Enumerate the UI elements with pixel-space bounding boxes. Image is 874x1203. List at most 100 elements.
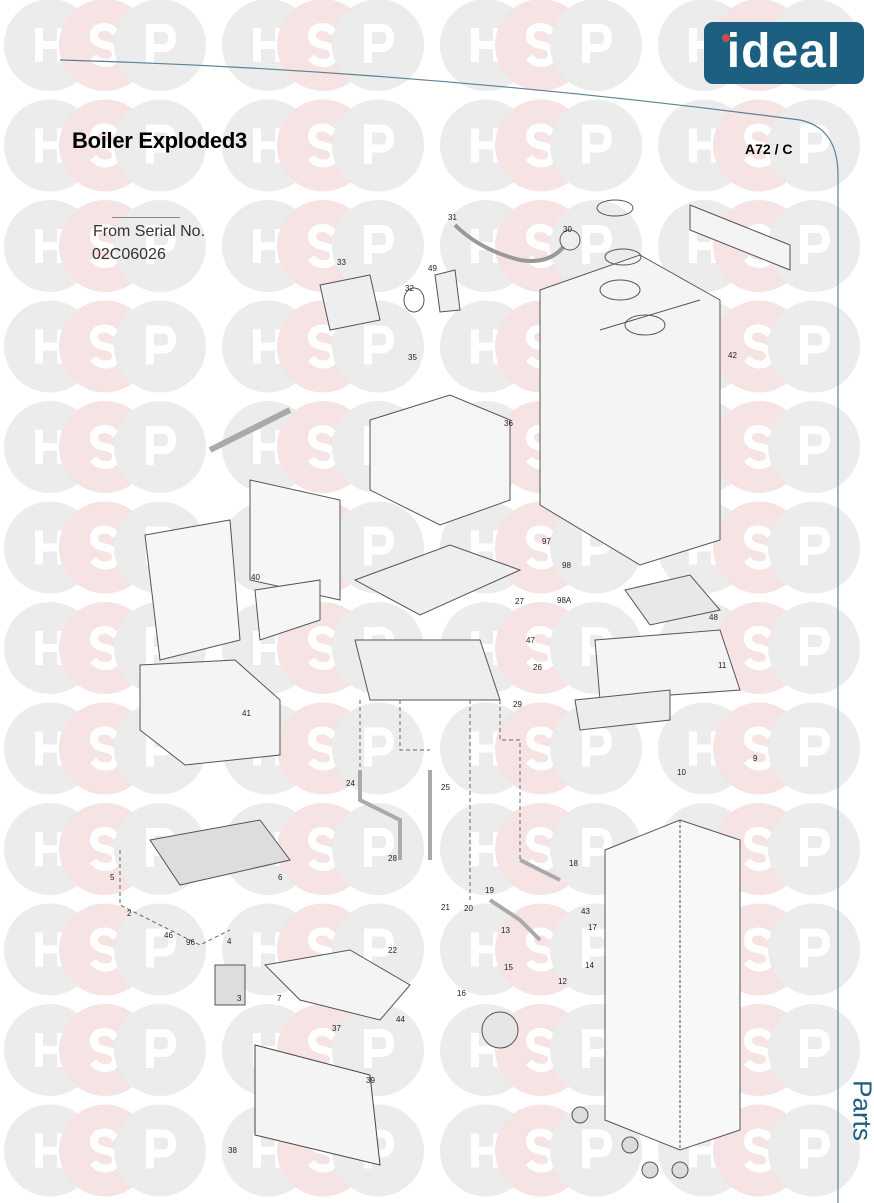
part-label-29: 29	[513, 700, 522, 709]
part-label-25: 25	[441, 783, 450, 792]
part-label-43: 43	[581, 907, 590, 916]
divider	[112, 217, 180, 218]
watermark-letter-shape	[800, 325, 831, 365]
part-label-19: 19	[485, 886, 494, 895]
part-label-40: 40	[251, 573, 260, 582]
watermark-letter-shape	[89, 424, 121, 470]
watermark-letter-shape	[743, 726, 775, 771]
watermark-letter-shape	[307, 123, 339, 168]
part-label-24: 24	[346, 779, 355, 788]
watermark-letter-shape	[146, 426, 177, 465]
part-label-14: 14	[585, 961, 594, 970]
part-label-96: 96	[186, 938, 195, 947]
part-label-26: 26	[533, 663, 542, 672]
part-label-16: 16	[457, 989, 466, 998]
part-label-47: 47	[526, 636, 535, 645]
watermark-letter-shape	[89, 1128, 121, 1173]
part-label-18: 18	[569, 859, 578, 868]
page-title: Boiler Exploded3	[72, 128, 247, 153]
watermark-letter-shape	[525, 123, 557, 168]
watermark-letter-shape	[743, 424, 775, 470]
watermark-letter-shape	[800, 1129, 831, 1169]
watermark-letter-shape	[582, 225, 613, 264]
watermark-letter-shape	[743, 1128, 775, 1173]
watermark-letter-shape	[800, 727, 831, 767]
part-label-20: 20	[464, 904, 473, 913]
watermark-letter-shape	[582, 727, 613, 767]
part-label-2: 2	[127, 909, 132, 918]
ideal-logo: ideal	[704, 22, 864, 84]
watermark-letter-shape	[525, 1027, 557, 1073]
serial-number: 02C06026	[92, 246, 166, 263]
part-label-17: 17	[588, 923, 597, 932]
watermark-letter-shape	[800, 526, 831, 566]
watermark-letter-shape	[743, 324, 775, 369]
watermark-letter-shape	[800, 426, 831, 465]
watermark-letter-shape	[743, 927, 775, 972]
watermark-letter-shape	[89, 324, 121, 369]
part-label-36: 36	[504, 419, 513, 428]
diagram-code: A72 / C	[745, 141, 793, 157]
watermark-letter-shape	[364, 928, 395, 968]
part-label-49: 49	[428, 264, 437, 273]
watermark-letter-shape	[525, 22, 557, 68]
watermark-letter-shape	[307, 22, 339, 68]
watermark-letter-shape	[800, 828, 831, 867]
part-label-31: 31	[448, 213, 457, 222]
part-label-13: 13	[501, 926, 510, 935]
part-label-98: 98	[562, 561, 571, 570]
part-label-10: 10	[677, 768, 686, 777]
watermark-letter-shape	[743, 826, 775, 872]
watermark-letter-shape	[525, 223, 557, 269]
watermark-letter-shape	[146, 1029, 177, 1068]
part-label-42: 42	[728, 351, 737, 360]
part-label-32: 32	[405, 284, 414, 293]
part-label-7: 7	[277, 994, 282, 1003]
watermark-letter-shape	[89, 726, 121, 771]
watermark-letter-shape	[307, 726, 339, 771]
watermark-letter-shape	[307, 826, 339, 872]
watermark-letter-shape	[525, 625, 557, 671]
part-label-44: 44	[396, 1015, 405, 1024]
part-label-11: 11	[718, 661, 727, 670]
part-label-97: 97	[542, 537, 551, 546]
watermark-letter-shape	[743, 1027, 775, 1073]
watermark-letter-shape	[146, 928, 177, 968]
watermark-letter-shape	[582, 1129, 613, 1169]
part-label-6: 6	[278, 873, 283, 882]
part-label-21: 21	[441, 903, 450, 912]
watermark-letter-shape	[89, 123, 121, 168]
watermark-letter-shape	[525, 726, 557, 771]
part-label-37: 37	[332, 1024, 341, 1033]
part-label-98A: 98A	[557, 596, 572, 605]
part-label-30: 30	[563, 225, 572, 234]
watermark-letter-shape	[89, 927, 121, 972]
watermark-letter-shape	[525, 525, 557, 570]
watermark-letter-shape	[525, 826, 557, 872]
chassis-part-42	[539, 254, 721, 566]
watermark-letter-shape	[525, 1128, 557, 1173]
part-label-39: 39	[366, 1076, 375, 1085]
part-label-5: 5	[110, 873, 115, 882]
watermark-letter-shape	[800, 225, 831, 264]
part-label-27: 27	[515, 597, 524, 606]
watermark-letter-shape	[800, 1029, 831, 1068]
watermark-letter-shape	[364, 325, 395, 365]
watermark-letter-shape	[89, 1027, 121, 1073]
part-label-41: 41	[242, 709, 251, 718]
watermark-letter-shape	[364, 1029, 395, 1068]
watermark-letter-shape	[800, 928, 831, 968]
watermark-letter-shape	[800, 627, 831, 666]
watermark-letter-shape	[146, 24, 177, 63]
watermark-letter-shape	[89, 826, 121, 872]
watermark-letter-shape	[364, 24, 395, 63]
part-label-22: 22	[388, 946, 397, 955]
part-label-12: 12	[558, 977, 567, 986]
part-label-35: 35	[408, 353, 417, 362]
watermark-letter-shape	[307, 625, 339, 671]
watermark-letter-shape	[743, 123, 775, 168]
watermark-letter-shape	[89, 223, 121, 269]
parts-side-tab[interactable]: Parts	[847, 1080, 874, 1141]
